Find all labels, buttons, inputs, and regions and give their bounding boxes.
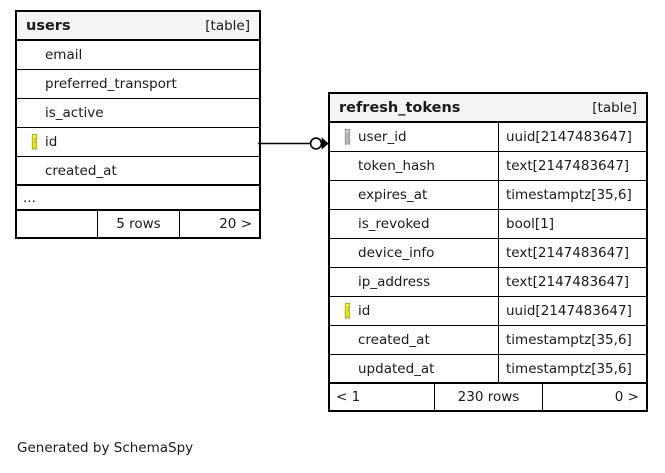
- column-row-device_info[interactable]: device_info text[2147483647]: [330, 239, 646, 268]
- column-type-cell: text[2147483647]: [498, 152, 646, 180]
- column-label: updated_at: [358, 360, 435, 377]
- column-name-cell: preferred_transport: [17, 70, 259, 98]
- column-name-cell: expires_at: [330, 181, 498, 209]
- column-name-cell: created_at: [17, 157, 259, 184]
- column-label: is_revoked: [358, 216, 430, 232]
- column-label: token_hash: [358, 158, 435, 174]
- column-name-cell: user_id: [330, 123, 498, 151]
- column-label: created_at: [45, 162, 117, 179]
- column-label: id: [45, 134, 58, 150]
- column-type-label: uuid[2147483647]: [506, 129, 632, 145]
- column-name-cell: id: [330, 297, 498, 325]
- column-label: ip_address: [358, 274, 431, 290]
- table-users[interactable]: users [table] email preferred_transport …: [15, 10, 261, 239]
- column-name-cell: is_revoked: [330, 210, 498, 238]
- column-type-cell: text[2147483647]: [498, 239, 646, 267]
- column-label: device_info: [358, 245, 435, 261]
- column-name-cell: is_active: [17, 99, 259, 127]
- column-row-ip_address[interactable]: ip_address text[2147483647]: [330, 268, 646, 297]
- column-row-updated_at[interactable]: updated_at timestamptz[35,6]: [330, 355, 646, 384]
- foreign-key-icon: [336, 128, 358, 146]
- column-row-id[interactable]: id: [17, 128, 259, 157]
- column-type-label: uuid[2147483647]: [506, 303, 632, 319]
- column-type-cell: uuid[2147483647]: [498, 123, 646, 151]
- column-label: is_active: [45, 105, 104, 121]
- footer-prev-page[interactable]: [17, 211, 97, 237]
- more-columns-indicator[interactable]: ...: [17, 186, 259, 211]
- column-type-label: text[2147483647]: [506, 158, 630, 174]
- column-name-cell: token_hash: [330, 152, 498, 180]
- column-type-label: timestamptz[35,6]: [506, 187, 632, 203]
- column-row-created_at[interactable]: created_at: [17, 157, 259, 186]
- relationship-connector-users-id-to-refresh-tokens-user-id: [258, 137, 329, 150]
- table-refresh-tokens-header: refresh_tokens [table]: [330, 94, 646, 123]
- column-row-email[interactable]: email: [17, 41, 259, 70]
- footer-prev-page[interactable]: < 1: [336, 389, 361, 405]
- column-type-cell: timestamptz[35,6]: [498, 181, 646, 209]
- column-row-is_revoked[interactable]: is_revoked bool[1]: [330, 210, 646, 239]
- column-name-cell: email: [17, 41, 259, 69]
- table-refresh-tokens-type-tag: [table]: [592, 99, 637, 116]
- column-row-expires_at[interactable]: expires_at timestamptz[35,6]: [330, 181, 646, 210]
- footer-next-page[interactable]: 20 >: [179, 211, 259, 237]
- column-type-cell: bool[1]: [498, 210, 646, 238]
- column-name-cell: created_at: [330, 326, 498, 354]
- column-label: expires_at: [358, 187, 428, 203]
- column-row-is_active[interactable]: is_active: [17, 99, 259, 128]
- column-type-label: bool[1]: [506, 216, 554, 232]
- column-row-id[interactable]: id uuid[2147483647]: [330, 297, 646, 326]
- table-users-header: users [table]: [17, 12, 259, 41]
- table-refresh-tokens-footer: < 1 230 rows 0 >: [330, 384, 646, 410]
- column-type-cell: text[2147483647]: [498, 268, 646, 296]
- column-label: preferred_transport: [45, 76, 177, 92]
- column-label: created_at: [358, 332, 430, 348]
- generated-by-caption: Generated by SchemaSpy: [17, 440, 194, 456]
- column-row-created_at[interactable]: created_at timestamptz[35,6]: [330, 326, 646, 355]
- column-row-preferred_transport[interactable]: preferred_transport: [17, 70, 259, 99]
- column-name-cell: updated_at: [330, 355, 498, 382]
- footer-row-count: 5 rows: [96, 211, 179, 237]
- column-row-token_hash[interactable]: token_hash text[2147483647]: [330, 152, 646, 181]
- table-users-title: users: [26, 17, 71, 34]
- column-label: id: [358, 303, 371, 319]
- column-type-cell: timestamptz[35,6]: [498, 326, 646, 354]
- table-refresh-tokens[interactable]: refresh_tokens [table] user_id uuid[2147…: [328, 92, 648, 412]
- column-name-cell: device_info: [330, 239, 498, 267]
- column-label: user_id: [358, 129, 407, 145]
- column-type-cell: uuid[2147483647]: [498, 297, 646, 325]
- table-refresh-tokens-title: refresh_tokens: [339, 99, 461, 116]
- primary-key-icon: [23, 133, 45, 151]
- primary-key-icon: [336, 302, 358, 320]
- column-type-label: text[2147483647]: [506, 274, 630, 290]
- table-users-footer: 5 rows 20 >: [17, 211, 259, 237]
- column-type-label: timestamptz[35,6]: [506, 332, 632, 348]
- column-name-cell: ip_address: [330, 268, 498, 296]
- column-name-cell: id: [17, 128, 259, 156]
- column-type-label: text[2147483647]: [506, 245, 630, 261]
- column-type-cell: timestamptz[35,6]: [498, 355, 646, 382]
- footer-next-page[interactable]: 0 >: [541, 384, 646, 410]
- column-label: email: [45, 47, 83, 63]
- column-row-user_id[interactable]: user_id uuid[2147483647]: [330, 123, 646, 152]
- column-type-label: timestamptz[35,6]: [506, 360, 632, 377]
- table-users-type-tag: [table]: [205, 17, 250, 34]
- footer-row-count: 230 rows: [434, 384, 541, 410]
